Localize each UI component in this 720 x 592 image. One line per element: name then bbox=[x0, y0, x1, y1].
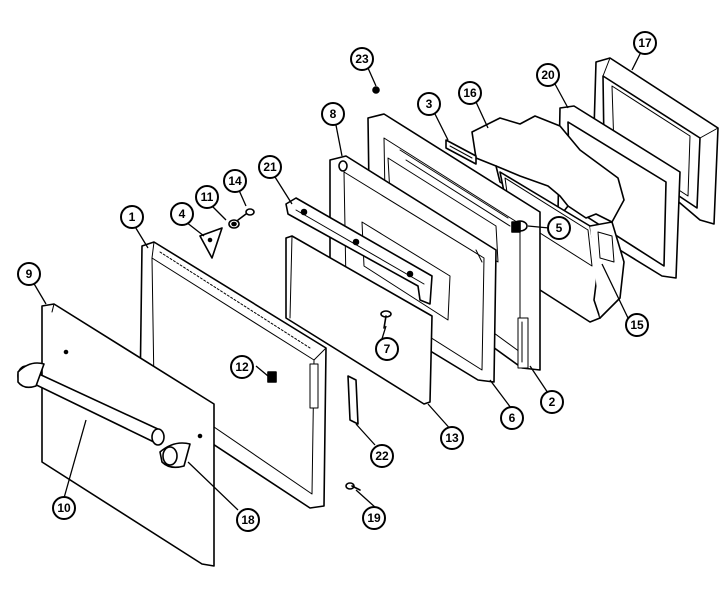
callout-11: 11 bbox=[195, 185, 219, 209]
callout-label: 23 bbox=[355, 52, 369, 66]
callout-label: 17 bbox=[638, 36, 652, 50]
callout-6: 6 bbox=[500, 406, 524, 430]
callout-5: 5 bbox=[547, 216, 571, 240]
callout-20: 20 bbox=[536, 63, 560, 87]
part-outer-door-frame bbox=[139, 241, 327, 509]
callout-label: 19 bbox=[367, 511, 381, 525]
callout-label: 4 bbox=[179, 207, 186, 221]
callout-23: 23 bbox=[350, 47, 374, 71]
leader-lines bbox=[32, 51, 642, 511]
callout-label: 22 bbox=[375, 449, 389, 463]
callout-12: 12 bbox=[230, 355, 254, 379]
callout-16: 16 bbox=[458, 81, 482, 105]
callout-10: 10 bbox=[52, 496, 76, 520]
callout-label: 11 bbox=[201, 190, 214, 204]
part-screw-23 bbox=[372, 86, 380, 94]
callout-3: 3 bbox=[417, 92, 441, 116]
callout-label: 10 bbox=[57, 501, 71, 515]
callout-label: 21 bbox=[263, 160, 277, 174]
part-washer-11 bbox=[228, 219, 240, 229]
callout-19: 19 bbox=[362, 506, 386, 530]
callout-17: 17 bbox=[633, 31, 657, 55]
part-inner-glass bbox=[285, 235, 433, 405]
callout-label: 20 bbox=[541, 68, 555, 82]
part-hinge-bracket bbox=[445, 139, 477, 165]
callout-15: 15 bbox=[625, 313, 649, 337]
callout-label: 16 bbox=[463, 86, 477, 100]
part-screw-7 bbox=[380, 310, 392, 329]
part-top-rail bbox=[285, 197, 433, 305]
callout-label: 12 bbox=[235, 360, 249, 374]
callout-label: 14 bbox=[228, 174, 242, 188]
callout-label: 3 bbox=[426, 97, 433, 111]
callout-label: 13 bbox=[445, 431, 459, 445]
callout-21: 21 bbox=[258, 155, 282, 179]
part-hinge-clip bbox=[511, 220, 528, 233]
callout-label: 8 bbox=[330, 107, 337, 121]
callout-label: 9 bbox=[26, 267, 33, 281]
part-strip bbox=[347, 375, 359, 425]
callout-label: 7 bbox=[384, 342, 391, 356]
part-door-handle bbox=[17, 362, 191, 469]
part-badge bbox=[199, 227, 223, 259]
callout-label: 1 bbox=[129, 210, 136, 224]
callout-label: 18 bbox=[241, 513, 255, 527]
callout-9: 9 bbox=[17, 262, 41, 286]
callout-13: 13 bbox=[440, 426, 464, 450]
callout-22: 22 bbox=[370, 444, 394, 468]
part-outer-door-panel bbox=[41, 303, 215, 567]
callout-2: 2 bbox=[540, 390, 564, 414]
callout-label: 5 bbox=[556, 221, 563, 235]
callout-label: 15 bbox=[630, 318, 644, 332]
callout-1: 1 bbox=[120, 205, 144, 229]
callout-4: 4 bbox=[170, 202, 194, 226]
callout-label: 2 bbox=[549, 395, 556, 409]
callout-label: 6 bbox=[509, 411, 516, 425]
callout-8: 8 bbox=[321, 102, 345, 126]
callout-14: 14 bbox=[223, 169, 247, 193]
part-screw-19 bbox=[345, 482, 361, 491]
callout-18: 18 bbox=[236, 508, 260, 532]
callout-7: 7 bbox=[375, 337, 399, 361]
part-screw-14 bbox=[237, 208, 255, 221]
